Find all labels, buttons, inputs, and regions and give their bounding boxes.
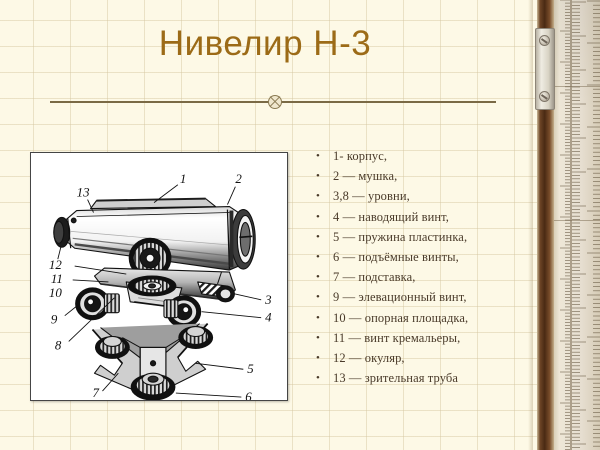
svg-text:9: 9 [51, 313, 58, 327]
list-item-label: 4 — наводящий винт, [333, 209, 450, 224]
bullet-icon: • [316, 351, 320, 364]
bullet-icon: • [316, 170, 320, 183]
folding-ruler-decoration [528, 0, 600, 450]
diamond-cross-ornament-icon [268, 95, 282, 109]
svg-text:13: 13 [77, 186, 90, 200]
instrument-diagram-figure: 13 1 2 12 11 10 9 8 3 4 5 6 7 [30, 152, 288, 401]
bullet-icon: • [316, 372, 320, 385]
bullet-icon: • [316, 331, 320, 344]
list-item-label: 11 — винт кремальеры, [333, 330, 461, 345]
list-item-label: 3,8 — уровни, [333, 189, 410, 204]
list-item-label: 7 — подставка, [333, 270, 416, 285]
svg-text:11: 11 [51, 272, 63, 286]
bullet-icon: • [316, 190, 320, 203]
ruler-center-rail [570, 0, 572, 450]
bullet-icon: • [316, 210, 320, 223]
list-item: • 5 — пружина пластинка, [316, 227, 526, 247]
list-item-label: 2 — мушка, [333, 169, 398, 184]
list-item: • 13 — зрительная труба [316, 368, 526, 388]
list-item: • 7 — подставка, [316, 267, 526, 287]
ruler-hinge-plate [535, 28, 555, 110]
svg-text:7: 7 [93, 386, 100, 400]
svg-text:8: 8 [55, 338, 62, 352]
bullet-icon: • [316, 150, 320, 162]
list-item-label: 5 — пружина пластинка, [333, 229, 468, 244]
list-item-label: 13 — зрительная труба [333, 371, 458, 386]
list-item-label: 1- корпус, [333, 149, 388, 163]
ruler-wood-strip [537, 0, 554, 450]
list-item: • 3,8 — уровни, [316, 186, 526, 206]
bullet-icon: • [316, 291, 320, 304]
svg-text:5: 5 [247, 362, 254, 376]
leveling-screws [94, 326, 214, 400]
callout-leaders [57, 184, 262, 398]
list-item: • 12 — окуляр, [316, 348, 526, 368]
ruler-seam [554, 86, 600, 87]
svg-text:10: 10 [49, 286, 62, 300]
ruler-edge-shadow [528, 0, 533, 450]
list-item-label: 10 — опорная площадка, [333, 310, 469, 325]
list-item: • 11 — винт кремальеры, [316, 328, 526, 348]
bullet-icon: • [316, 311, 320, 324]
bullet-icon: • [316, 230, 320, 243]
svg-text:12: 12 [49, 258, 62, 272]
svg-text:1: 1 [180, 172, 186, 186]
instrument-diagram-svg: 13 1 2 12 11 10 9 8 3 4 5 6 7 [31, 153, 287, 400]
list-item: • 4 — наводящий винт, [316, 207, 526, 227]
list-item-label: 12 — окуляр, [333, 350, 405, 365]
list-item-label: 6 — подъёмные винты, [333, 249, 459, 264]
screw-icon [539, 91, 550, 102]
svg-text:3: 3 [264, 293, 271, 307]
ruler-tick-marks [560, 0, 600, 450]
page-title: Нивелир Н-3 [158, 24, 372, 63]
list-item: • 9 — элевационный винт, [316, 287, 526, 307]
svg-text:2: 2 [235, 172, 242, 186]
parts-legend-list: • 1- корпус, • 2 — мушка, • 3,8 — уровни… [316, 146, 526, 388]
ruler-scale-face [554, 0, 600, 450]
bullet-icon: • [316, 250, 320, 263]
list-item: • 6 — подъёмные винты, [316, 247, 526, 267]
list-item: • 10 — опорная площадка, [316, 308, 526, 328]
screw-icon [539, 35, 550, 46]
ruler-seam [554, 220, 600, 221]
bullet-icon: • [316, 271, 320, 284]
list-item: • 2 — мушка, [316, 166, 526, 186]
list-item-label: 9 — элевационный винт, [333, 290, 467, 305]
svg-text:4: 4 [265, 311, 272, 325]
svg-text:6: 6 [245, 390, 252, 400]
callout-numbers: 13 1 2 12 11 10 9 8 3 4 5 6 7 [49, 172, 272, 400]
list-item: • 1- корпус, [316, 146, 526, 166]
